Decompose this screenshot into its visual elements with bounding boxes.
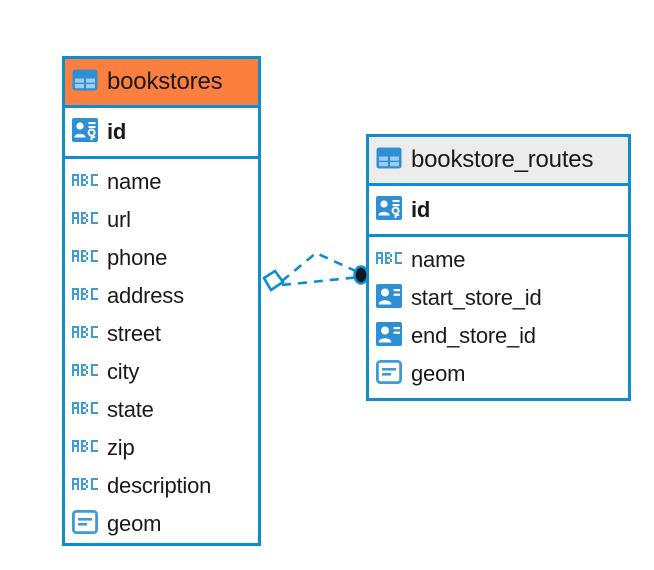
- field-label-start-store-id: start_store_id: [411, 285, 542, 310]
- relationship-line-upper: [281, 251, 361, 283]
- field-row-name[interactable]: name: [369, 241, 628, 279]
- primary-key-icon: [376, 195, 402, 225]
- field-label-id: id: [107, 119, 127, 144]
- crows-foot-diamond-marker: [262, 269, 285, 292]
- field-row-zip[interactable]: zip: [65, 429, 258, 467]
- table-icon: [72, 69, 98, 96]
- field-label-name: name: [107, 169, 162, 194]
- abc-text-icon: [72, 325, 98, 344]
- field-row-id[interactable]: id: [65, 108, 258, 156]
- field-label-end-store-id: end_store_id: [411, 323, 536, 348]
- abc-text-icon: [72, 173, 98, 192]
- field-row-start-store-id[interactable]: start_store_id: [369, 279, 628, 317]
- field-row-geom[interactable]: geom: [369, 355, 628, 393]
- geometry-icon: [71, 509, 99, 539]
- abc-text-icon: [72, 439, 98, 458]
- field-label-id: id: [411, 197, 431, 222]
- field-row-city[interactable]: city: [65, 353, 258, 391]
- abc-text-icon: [72, 211, 98, 230]
- primary-key-section-bookstores: id: [65, 108, 258, 159]
- relationship-line-lower: [281, 275, 361, 287]
- table-icon: [376, 147, 402, 174]
- foreign-key-icon: [376, 283, 402, 313]
- entity-header-bookstore-routes[interactable]: bookstore_routes: [369, 137, 628, 186]
- field-row-phone[interactable]: phone: [65, 239, 258, 277]
- field-row-description[interactable]: description: [65, 467, 258, 505]
- field-label-url: url: [107, 207, 131, 232]
- field-label-geom: geom: [107, 511, 162, 536]
- field-label-zip: zip: [107, 435, 135, 460]
- fields-section-bookstore-routes: name start_store_id: [369, 237, 628, 393]
- field-row-url[interactable]: url: [65, 201, 258, 239]
- geometry-icon: [375, 359, 403, 389]
- field-label-street: street: [107, 321, 161, 346]
- primary-key-icon: [72, 117, 98, 147]
- entity-title-bookstore-routes: bookstore_routes: [411, 146, 594, 173]
- abc-text-icon: [72, 401, 98, 420]
- field-row-street[interactable]: street: [65, 315, 258, 353]
- field-row-state[interactable]: state: [65, 391, 258, 429]
- field-label-description: description: [107, 473, 212, 498]
- foreign-key-icon: [376, 321, 402, 351]
- field-row-id[interactable]: id: [369, 186, 628, 234]
- abc-text-icon: [72, 363, 98, 382]
- entity-header-bookstores[interactable]: bookstores: [65, 59, 258, 108]
- field-label-address: address: [107, 283, 184, 308]
- field-label-city: city: [107, 359, 140, 384]
- abc-text-icon: [72, 287, 98, 306]
- entity-title-bookstores: bookstores: [107, 68, 223, 95]
- relationship-connector[interactable]: [258, 245, 376, 315]
- field-row-end-store-id[interactable]: end_store_id: [369, 317, 628, 355]
- field-row-address[interactable]: address: [65, 277, 258, 315]
- fields-section-bookstores: name u: [65, 159, 258, 543]
- field-label-phone: phone: [107, 245, 168, 270]
- abc-text-icon: [72, 249, 98, 268]
- field-row-name[interactable]: name: [65, 163, 258, 201]
- field-label-state: state: [107, 397, 154, 422]
- field-label-name: name: [411, 247, 466, 272]
- entity-bookstore-routes[interactable]: bookstore_routes id: [366, 134, 631, 401]
- abc-text-icon: [72, 477, 98, 496]
- primary-key-section-bookstore-routes: id: [369, 186, 628, 237]
- entity-bookstores[interactable]: bookstores id: [62, 56, 261, 546]
- abc-text-icon: [376, 251, 402, 270]
- field-label-geom: geom: [411, 361, 466, 386]
- field-row-geom[interactable]: geom: [65, 505, 258, 543]
